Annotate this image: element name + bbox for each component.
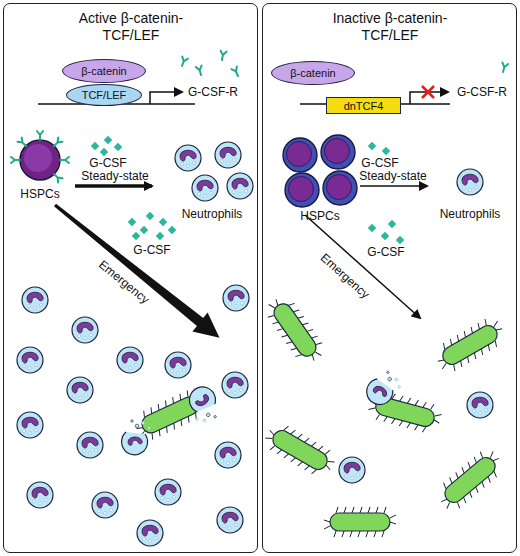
annotation-label: HSPCs bbox=[300, 209, 339, 223]
node-text: Inactive β-catenin-TCF/LEF bbox=[315, 10, 465, 44]
annotation-label: Neutrophils bbox=[182, 207, 243, 221]
neutrophil bbox=[137, 520, 163, 546]
annotation-label: G-CSF bbox=[367, 245, 404, 259]
gcsf-molecule bbox=[388, 220, 396, 228]
node-text: dnTCF4 bbox=[344, 100, 384, 112]
neutrophil bbox=[227, 173, 253, 199]
hspc-cell bbox=[283, 138, 317, 172]
bacterium bbox=[261, 419, 338, 481]
receptor bbox=[196, 66, 204, 76]
steady-arrow bbox=[75, 184, 152, 188]
receptor bbox=[52, 138, 63, 149]
neutrophil bbox=[467, 392, 493, 418]
neutrophil bbox=[72, 317, 98, 343]
neutrophil bbox=[339, 457, 365, 483]
hspc-cell bbox=[321, 135, 355, 169]
receptor bbox=[11, 157, 20, 163]
neutrophil bbox=[17, 412, 43, 438]
receptor bbox=[52, 172, 63, 183]
receptor bbox=[219, 51, 226, 61]
gcsf-molecule bbox=[368, 142, 376, 150]
receptor bbox=[60, 157, 69, 163]
hspc-cell bbox=[323, 171, 357, 205]
neutrophil bbox=[77, 432, 103, 458]
bursting-neutrophil bbox=[122, 420, 151, 455]
neutrophil bbox=[17, 347, 43, 373]
protein-oval: β-catenin bbox=[62, 59, 146, 83]
promoter-arrow bbox=[150, 92, 182, 104]
annotation-label: G-CSF bbox=[89, 156, 126, 170]
annotation-label: Neutrophils bbox=[440, 207, 501, 221]
neutrophil bbox=[117, 347, 143, 373]
bacterium bbox=[262, 292, 328, 368]
gcsf-molecule bbox=[91, 142, 99, 150]
annotation-label: Steady-state bbox=[81, 169, 148, 183]
gcsf-molecule bbox=[132, 232, 140, 240]
receptor bbox=[231, 67, 240, 78]
annotation-label: HSPCs bbox=[20, 187, 59, 201]
gcsf-molecule bbox=[168, 226, 176, 234]
gcsf-molecule bbox=[146, 212, 154, 220]
node-text: β-catenin bbox=[81, 65, 126, 77]
block-cross bbox=[422, 86, 434, 98]
emergency-arrow bbox=[305, 215, 420, 318]
gcsf-molecule bbox=[140, 226, 148, 234]
neutrophil bbox=[222, 372, 248, 398]
annotation-label: G-CSF-R bbox=[457, 85, 507, 99]
neutrophil bbox=[217, 507, 243, 533]
annotation-label: Emergency bbox=[318, 250, 372, 301]
bursting-neutrophil bbox=[182, 382, 224, 427]
neutrophil bbox=[22, 287, 48, 313]
node-text: Active β-catenin-TCF/LEF bbox=[56, 10, 206, 44]
gcsf-molecule bbox=[159, 218, 167, 226]
gcsf-molecule bbox=[156, 232, 164, 240]
annotation-label: G-CSF-R bbox=[188, 85, 238, 99]
steady-arrow bbox=[360, 185, 427, 187]
neutrophil bbox=[92, 492, 118, 518]
protein-oval: TCF/LEF bbox=[66, 84, 142, 106]
bacterium bbox=[431, 314, 508, 376]
gcsf-molecule bbox=[396, 236, 404, 244]
emergency-arrow bbox=[54, 204, 220, 338]
receptor bbox=[18, 138, 29, 149]
neutrophil bbox=[223, 285, 249, 311]
annotation-label: Steady-state bbox=[359, 169, 426, 183]
node-text: β-catenin bbox=[290, 67, 335, 79]
gcsf-molecule bbox=[128, 218, 136, 226]
neutrophil bbox=[192, 175, 218, 201]
bursting-neutrophil bbox=[362, 366, 404, 411]
neutrophil bbox=[165, 352, 191, 378]
annotation-label: G-CSF bbox=[361, 156, 398, 170]
neutrophil bbox=[175, 145, 201, 171]
receptor bbox=[179, 57, 188, 68]
neutrophil bbox=[27, 482, 53, 508]
bacterium bbox=[324, 507, 396, 537]
gcsf-molecule bbox=[104, 136, 112, 144]
hspc-cell bbox=[285, 173, 319, 207]
gcsf-molecule bbox=[368, 224, 376, 232]
gcsf-molecule bbox=[381, 232, 389, 240]
neutrophil bbox=[67, 377, 93, 403]
gene-box: dnTCF4 bbox=[326, 97, 401, 114]
neutrophil bbox=[215, 442, 241, 468]
neutrophil bbox=[215, 142, 241, 168]
node-text: TCF/LEF bbox=[82, 89, 127, 101]
protein-oval: β-catenin bbox=[271, 61, 355, 85]
gcsf-molecule bbox=[100, 148, 108, 156]
bacterium bbox=[433, 445, 507, 514]
neutrophil bbox=[155, 479, 181, 505]
receptor bbox=[37, 131, 43, 140]
receptor bbox=[500, 63, 508, 73]
annotation-label: G-CSF bbox=[133, 243, 170, 257]
gcsf-molecule bbox=[382, 147, 390, 155]
gcsf-molecule bbox=[114, 143, 122, 151]
neutrophil bbox=[457, 169, 483, 195]
block-cross bbox=[422, 86, 434, 98]
